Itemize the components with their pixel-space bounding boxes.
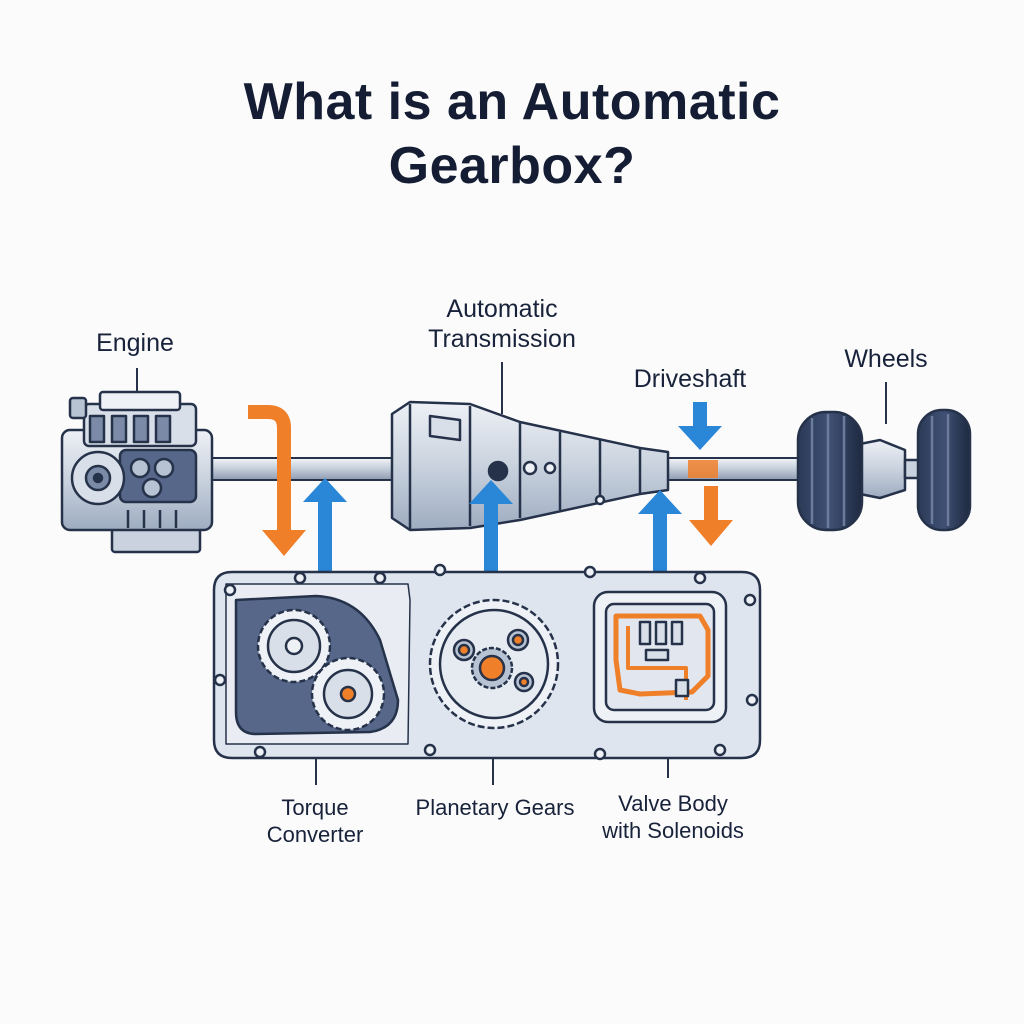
label-engine: Engine bbox=[80, 328, 190, 358]
label-torque-line-1: Torque bbox=[281, 795, 349, 820]
engine-illustration bbox=[60, 390, 214, 554]
label-engine-text: Engine bbox=[96, 329, 174, 357]
label-wheels-text: Wheels bbox=[844, 345, 928, 373]
label-wheels: Wheels bbox=[826, 344, 946, 374]
label-torque-line-2: Converter bbox=[266, 822, 364, 847]
label-automatic-transmission: Automatic Transmission bbox=[392, 294, 612, 354]
label-valve-body: Valve Body with Solenoids bbox=[588, 790, 758, 844]
valve-body bbox=[592, 590, 728, 724]
label-planetary-gears: Planetary Gears bbox=[400, 794, 590, 821]
label-valve-line-1: Valve Body bbox=[618, 791, 728, 816]
torque-converter-gears bbox=[256, 608, 386, 732]
transmission-housing bbox=[390, 400, 670, 532]
label-transmission-line-1: Automatic bbox=[446, 295, 558, 323]
wheels-illustration bbox=[796, 408, 972, 532]
power-flow-arrow-orange bbox=[248, 405, 291, 532]
label-torque-converter: Torque Converter bbox=[250, 794, 380, 848]
title-line-1: What is an Automatic bbox=[243, 73, 781, 131]
label-transmission-line-2: Transmission bbox=[428, 325, 576, 353]
label-driveshaft-text: Driveshaft bbox=[633, 365, 747, 393]
label-planetary-text: Planetary Gears bbox=[415, 795, 575, 820]
title-line-2: Gearbox? bbox=[388, 137, 636, 195]
label-valve-line-2: with Solenoids bbox=[602, 818, 744, 843]
label-driveshaft: Driveshaft bbox=[610, 364, 770, 394]
diagram-title: What is an Automatic Gearbox? bbox=[0, 70, 1024, 198]
planetary-gear-set bbox=[428, 598, 560, 730]
